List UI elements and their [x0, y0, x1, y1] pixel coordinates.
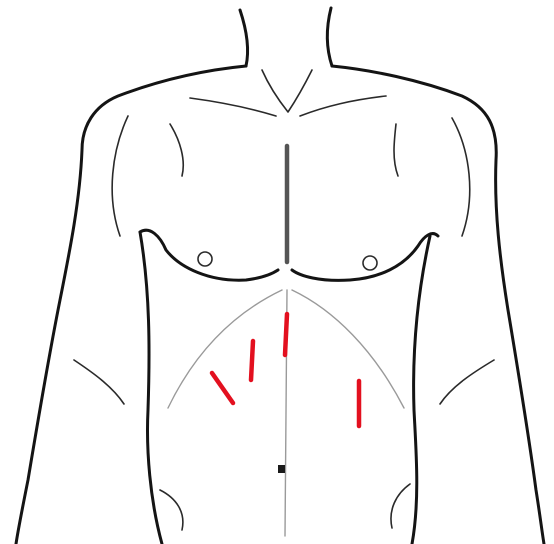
right-chest-crease: [394, 124, 398, 176]
left-pectoral: [140, 230, 278, 280]
left-biceps-line: [74, 360, 124, 404]
right-pectoral: [292, 234, 438, 281]
right-nipple-icon: [363, 256, 377, 270]
right-deltoid-line: [452, 118, 470, 236]
neck-notch: [262, 70, 312, 112]
costal-margin-right: [292, 290, 404, 408]
left-nipple-icon: [198, 252, 212, 266]
left-waist-fold: [160, 490, 183, 530]
incision-mid-right-subcostal: [251, 341, 253, 380]
right-inner-arm: [412, 236, 430, 544]
right-waist-fold: [391, 484, 410, 528]
incision-epigastric-paramedian: [285, 314, 287, 355]
right-shoulder-arm: [332, 66, 544, 544]
left-shoulder-arm: [16, 66, 246, 544]
left-clavicle: [190, 98, 276, 116]
incision-lateral-right-subcostal: [212, 373, 233, 403]
neck-right: [327, 8, 332, 66]
left-deltoid-line: [112, 116, 128, 236]
left-inner-arm: [140, 232, 162, 544]
left-chest-crease: [170, 124, 183, 176]
right-clavicle: [300, 96, 386, 116]
umbilicus-marker: [278, 465, 285, 473]
right-biceps-line: [440, 360, 494, 404]
body-outline: [16, 8, 544, 544]
neck-left: [240, 10, 248, 66]
